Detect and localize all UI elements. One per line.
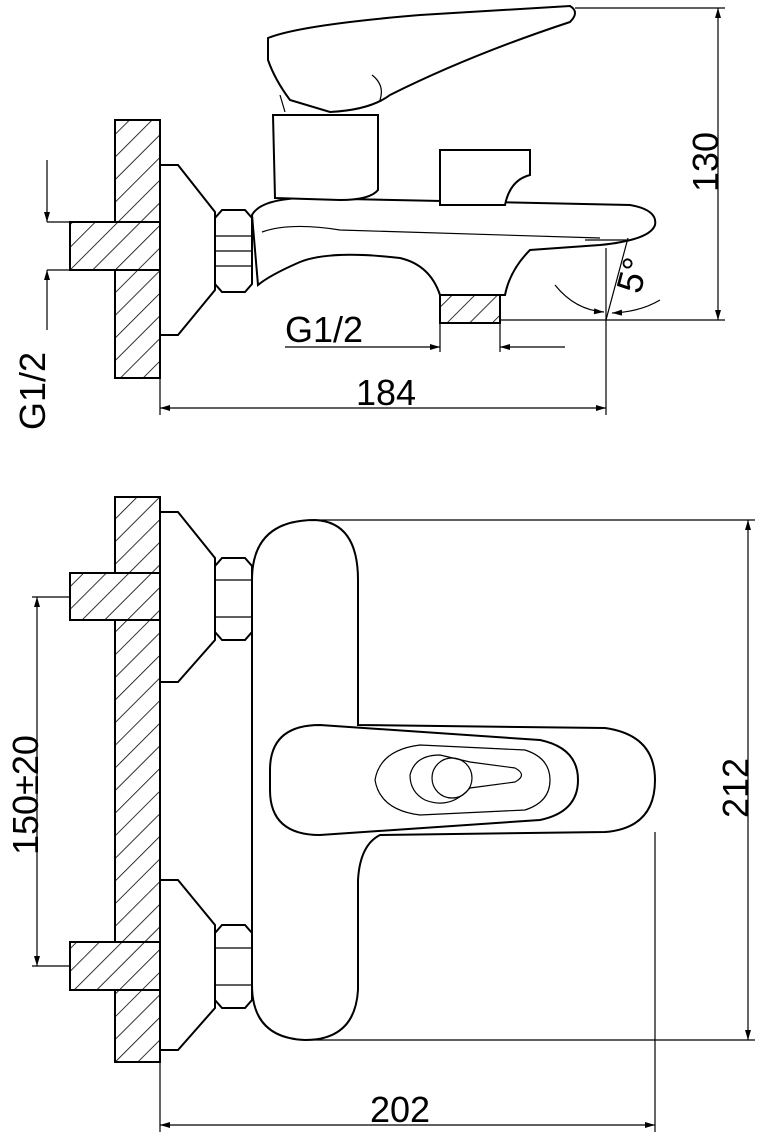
front-view: 150±20 212 202	[5, 496, 756, 1132]
outlet-connector	[439, 294, 501, 324]
length-label-202: 202	[370, 1089, 430, 1130]
angle-label: 5°	[608, 253, 657, 297]
wall-section-lower	[114, 269, 161, 379]
escutcheon-bottom	[159, 879, 216, 1051]
nut-top	[214, 557, 253, 641]
lever-handle	[267, 4, 576, 114]
inlet-pipe-bottom	[69, 941, 161, 991]
height-label-130: 130	[685, 132, 726, 192]
inlet-pipe	[69, 221, 161, 271]
escutcheon-top	[159, 511, 216, 683]
nut-bottom	[214, 924, 253, 1009]
outlet-thread-label: G1/2	[285, 309, 363, 350]
cartridge-housing	[271, 114, 379, 202]
side-view: G1/2 G1/2 5° 130 184	[12, 4, 726, 430]
lever-front	[269, 723, 580, 837]
height-label-212: 212	[715, 758, 756, 818]
diverter-knob	[439, 149, 531, 206]
center-distance-label: 150±20	[5, 735, 46, 855]
inlet-pipe-top	[69, 572, 161, 621]
faucet-body	[250, 196, 657, 296]
inlet-thread-label: G1/2	[12, 352, 53, 430]
length-label-184: 184	[356, 372, 416, 413]
wall-section-upper	[114, 119, 161, 223]
escutcheon	[159, 164, 216, 336]
